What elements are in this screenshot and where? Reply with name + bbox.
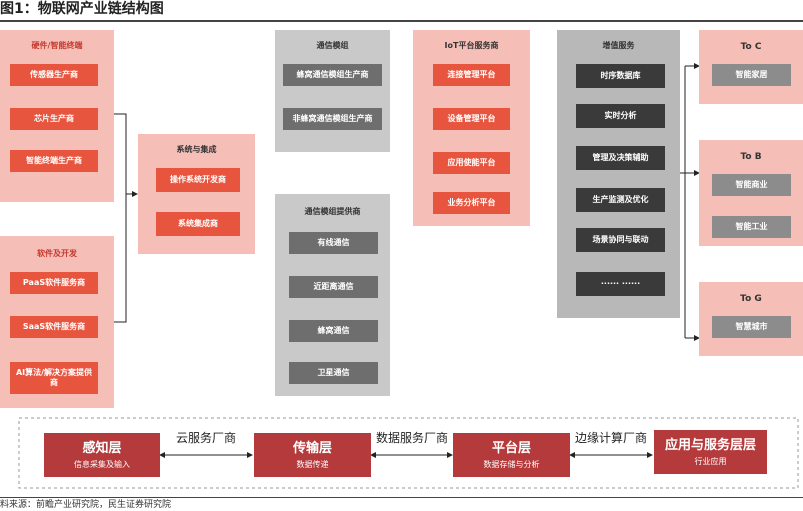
- transport-layer-subtitle: 数据传递: [296, 459, 329, 469]
- integration-panel-title: 系统与集成: [176, 145, 217, 154]
- cloud-vendor-label: 云服务厂商: [176, 431, 237, 445]
- ai-solution-provider-box: AI算法/解决方案提供商: [10, 362, 98, 394]
- sensor-maker-box: 传感器生产商: [10, 64, 98, 86]
- to-b-panel: To B 智能商业 智能工业: [699, 140, 803, 246]
- cellular-module-maker-box: 蜂窝通信模组生产商: [283, 64, 382, 86]
- satellite-comm-box: 卫星通信: [289, 362, 378, 384]
- modules-panel: 通信模组 蜂窝通信模组生产商 非蜂窝通信模组生产商: [275, 30, 390, 152]
- to-b-title: To B: [740, 152, 762, 162]
- saas-provider-box: SaaS软件服务商: [10, 316, 98, 338]
- title-divider: [0, 20, 803, 22]
- application-layer-box: 应用与服务层层 行业应用: [654, 430, 767, 474]
- system-integrator-box: 系统集成商: [156, 212, 240, 236]
- to-c-title: To C: [740, 42, 762, 52]
- application-layer-subtitle: 行业应用: [694, 456, 727, 466]
- transport-layer-title: 传输层: [292, 440, 332, 456]
- timeseries-db-box: 时序数据库: [576, 64, 665, 88]
- footer-divider: [0, 497, 803, 498]
- smart-terminal-maker-box: 智能终端生产商: [10, 150, 98, 172]
- platform-layer-box: 平台层 数据存储与分析: [453, 433, 570, 477]
- device-mgmt-platform-box: 设备管理平台: [433, 108, 510, 130]
- hardware-panel-title: 硬件/智能终端: [31, 41, 83, 50]
- to-g-panel: To G 智慧城市: [699, 282, 803, 356]
- smart-home-box: 智能家居: [712, 64, 791, 86]
- page-title: 图1：物联网产业链结构图: [0, 1, 164, 17]
- iot-platform-panel: IoT平台服务商 连接管理平台 设备管理平台 应用使能平台 业务分析平台: [413, 30, 530, 226]
- modules-panel-title: 通信模组: [316, 41, 349, 50]
- smart-city-box: 智慧城市: [712, 316, 791, 338]
- realtime-analytics-box: 实时分析: [576, 104, 665, 128]
- business-analytics-platform-box: 业务分析平台: [433, 192, 510, 214]
- data-service-vendor-label: 数据服务厂商: [376, 431, 449, 445]
- app-enablement-platform-box: 应用使能平台: [433, 152, 510, 174]
- decision-support-box: 管理及决策辅助: [576, 146, 665, 170]
- non-cellular-module-maker-box: 非蜂窝通信模组生产商: [283, 108, 382, 130]
- perception-layer-subtitle: 信息采集及输入: [74, 459, 130, 469]
- perception-layer-box: 感知层 信息采集及输入: [44, 433, 160, 477]
- to-c-panel: To C 智能家居: [699, 30, 803, 104]
- value-added-panel-title: 增值服务: [602, 41, 635, 50]
- paas-provider-box: PaaS软件服务商: [10, 272, 98, 294]
- value-added-panel: 增值服务 时序数据库 实时分析 管理及决策辅助 生产监测及优化 场景协同与联动 …: [557, 30, 680, 318]
- wired-comm-box: 有线通信: [289, 232, 378, 254]
- os-developer-box: 操作系统开发商: [156, 168, 240, 192]
- smart-industry-box: 智能工业: [712, 216, 791, 238]
- source-note: 料来源：前瞻产业研究院，民生证券研究院: [0, 500, 172, 510]
- production-monitoring-box: 生产监测及优化: [576, 188, 665, 212]
- connection-mgmt-platform-box: 连接管理平台: [433, 64, 510, 86]
- smart-commerce-box: 智能商业: [712, 174, 791, 196]
- software-panel: 软件及开发 PaaS软件服务商 SaaS软件服务商 AI算法/解决方案提供商: [0, 236, 114, 408]
- application-layer-title: 应用与服务层层: [664, 437, 756, 453]
- platform-layer-title: 平台层: [491, 440, 531, 456]
- cellular-comm-box: 蜂窝通信: [289, 320, 378, 342]
- chip-maker-box: 芯片生产商: [10, 108, 98, 130]
- more-services-box: ······ ······: [576, 272, 665, 296]
- integration-panel: 系统与集成 操作系统开发商 系统集成商: [138, 134, 255, 254]
- hardware-panel: 硬件/智能终端 传感器生产商 芯片生产商 智能终端生产商: [0, 30, 114, 202]
- perception-layer-title: 感知层: [82, 440, 122, 456]
- module-providers-panel: 通信模组提供商 有线通信 近距离通信 蜂窝通信 卫星通信: [275, 194, 390, 396]
- to-g-title: To G: [740, 294, 762, 304]
- module-providers-panel-title: 通信模组提供商: [304, 207, 361, 216]
- transport-layer-box: 传输层 数据传递: [254, 433, 371, 477]
- platform-layer-subtitle: 数据存储与分析: [483, 459, 540, 469]
- short-range-comm-box: 近距离通信: [289, 276, 378, 298]
- scenario-linkage-box: 场景协同与联动: [576, 228, 665, 252]
- edge-computing-vendor-label: 边缘计算厂商: [575, 431, 648, 445]
- software-panel-title: 软件及开发: [37, 249, 77, 258]
- iot-platform-panel-title: IoT平台服务商: [444, 41, 499, 50]
